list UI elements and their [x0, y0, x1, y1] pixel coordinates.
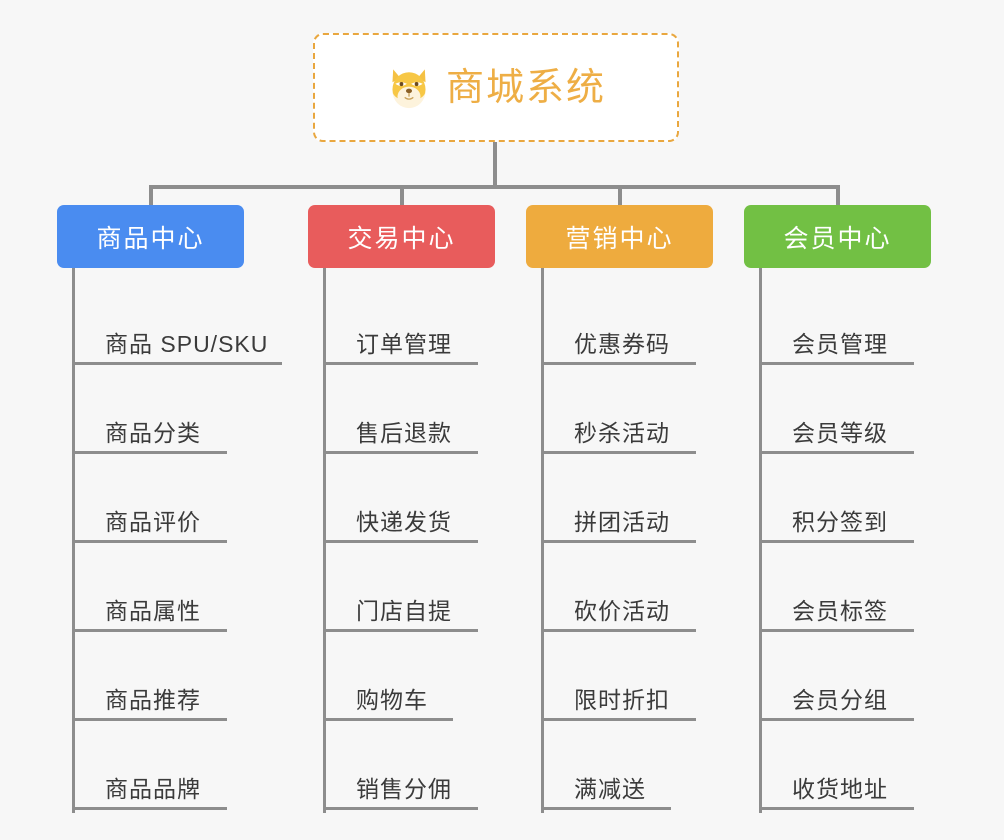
leaf-underline — [541, 629, 696, 632]
list-item[interactable]: 快递发货 — [308, 458, 528, 547]
leaf-label: 优惠券码 — [574, 331, 670, 357]
leaf-label: 销售分佣 — [356, 776, 452, 802]
leaf-underline — [72, 629, 227, 632]
leaf-underline — [323, 718, 453, 721]
leaf-label: 砍价活动 — [574, 598, 670, 624]
list-item[interactable]: 商品推荐 — [57, 636, 307, 725]
list-item[interactable]: 商品品牌 — [57, 725, 307, 814]
list-item[interactable]: 商品评价 — [57, 458, 307, 547]
leaf-underline — [541, 718, 696, 721]
list-item[interactable]: 积分签到 — [744, 458, 954, 547]
dog-face-icon — [386, 65, 432, 111]
leaf-label: 订单管理 — [356, 331, 452, 357]
leaf-underline — [759, 629, 914, 632]
branch-leaf-list-1: 商品 SPU/SKU 商品分类 商品评价 商品属性 商品推荐 商品品牌 — [57, 268, 307, 814]
connector-drop-branch-1 — [149, 185, 153, 210]
leaf-underline — [323, 451, 478, 454]
leaf-underline — [541, 451, 696, 454]
list-item[interactable]: 会员管理 — [744, 280, 954, 369]
list-item[interactable]: 售后退款 — [308, 369, 528, 458]
list-item[interactable]: 会员标签 — [744, 547, 954, 636]
leaf-underline — [541, 362, 696, 365]
leaf-underline — [541, 540, 696, 543]
leaf-underline — [541, 807, 671, 810]
root-node[interactable]: 商城系统 — [313, 33, 679, 142]
list-item[interactable]: 销售分佣 — [308, 725, 528, 814]
leaf-label: 商品分类 — [105, 420, 201, 446]
leaf-underline — [323, 362, 478, 365]
connector-drop-branch-4 — [836, 185, 840, 210]
list-item[interactable]: 收货地址 — [744, 725, 954, 814]
leaf-underline — [72, 362, 282, 365]
leaf-label: 秒杀活动 — [574, 420, 670, 446]
leaf-underline — [759, 718, 914, 721]
list-item[interactable]: 拼团活动 — [526, 458, 736, 547]
leaf-label: 商品推荐 — [105, 687, 201, 713]
branch-column-3: 营销中心 优惠券码 秒杀活动 拼团活动 砍价活动 限时折扣 — [526, 205, 736, 814]
list-item[interactable]: 门店自提 — [308, 547, 528, 636]
leaf-label: 会员等级 — [792, 420, 888, 446]
list-item[interactable]: 会员等级 — [744, 369, 954, 458]
connector-horizontal-bus — [149, 185, 839, 189]
leaf-label: 商品品牌 — [105, 776, 201, 802]
list-item[interactable]: 订单管理 — [308, 280, 528, 369]
list-item[interactable]: 满减送 — [526, 725, 736, 814]
list-item[interactable]: 商品属性 — [57, 547, 307, 636]
list-item[interactable]: 秒杀活动 — [526, 369, 736, 458]
leaf-underline — [759, 451, 914, 454]
leaf-label: 购物车 — [356, 687, 428, 713]
leaf-label: 拼团活动 — [574, 509, 670, 535]
list-item[interactable]: 砍价活动 — [526, 547, 736, 636]
leaf-underline — [72, 540, 227, 543]
connector-drop-branch-2 — [400, 185, 404, 210]
branch-header-3[interactable]: 营销中心 — [526, 205, 713, 268]
branch-leaf-list-4: 会员管理 会员等级 积分签到 会员标签 会员分组 收货地址 — [744, 268, 954, 814]
list-item[interactable]: 优惠券码 — [526, 280, 736, 369]
leaf-label: 会员管理 — [792, 331, 888, 357]
leaf-underline — [72, 718, 227, 721]
leaf-label: 商品 SPU/SKU — [105, 331, 269, 357]
leaf-label: 商品评价 — [105, 509, 201, 535]
leaf-label: 门店自提 — [356, 598, 452, 624]
connector-drop-branch-3 — [618, 185, 622, 210]
leaf-label: 满减送 — [574, 776, 646, 802]
branch-column-4: 会员中心 会员管理 会员等级 积分签到 会员标签 会员分组 — [744, 205, 954, 814]
leaf-underline — [323, 540, 478, 543]
leaf-underline — [72, 807, 227, 810]
list-item[interactable]: 商品分类 — [57, 369, 307, 458]
leaf-label: 收货地址 — [792, 776, 888, 802]
branch-leaf-list-3: 优惠券码 秒杀活动 拼团活动 砍价活动 限时折扣 满减送 — [526, 268, 736, 814]
branch-leaf-list-2: 订单管理 售后退款 快递发货 门店自提 购物车 销售分佣 — [308, 268, 528, 814]
list-item[interactable]: 会员分组 — [744, 636, 954, 725]
leaf-label: 商品属性 — [105, 598, 201, 624]
leaf-label: 快递发货 — [356, 509, 452, 535]
branch-header-1[interactable]: 商品中心 — [57, 205, 244, 268]
leaf-label: 积分签到 — [792, 509, 888, 535]
connector-root-drop — [493, 142, 497, 187]
leaf-label: 会员分组 — [792, 687, 888, 713]
root-title: 商城系统 — [445, 66, 606, 109]
branch-header-4[interactable]: 会员中心 — [744, 205, 931, 268]
leaf-underline — [323, 807, 478, 810]
leaf-label: 限时折扣 — [574, 687, 670, 713]
branch-column-1: 商品中心 商品 SPU/SKU 商品分类 商品评价 商品属性 商品推荐 — [57, 205, 307, 814]
list-item[interactable]: 限时折扣 — [526, 636, 736, 725]
leaf-underline — [72, 451, 227, 454]
leaf-underline — [759, 807, 914, 810]
list-item[interactable]: 商品 SPU/SKU — [57, 280, 307, 369]
branch-column-2: 交易中心 订单管理 售后退款 快递发货 门店自提 购物车 — [308, 205, 528, 814]
leaf-label: 会员标签 — [792, 598, 888, 624]
leaf-label: 售后退款 — [356, 420, 452, 446]
leaf-underline — [323, 629, 478, 632]
leaf-underline — [759, 362, 914, 365]
list-item[interactable]: 购物车 — [308, 636, 528, 725]
leaf-underline — [759, 540, 914, 543]
branch-header-2[interactable]: 交易中心 — [308, 205, 495, 268]
